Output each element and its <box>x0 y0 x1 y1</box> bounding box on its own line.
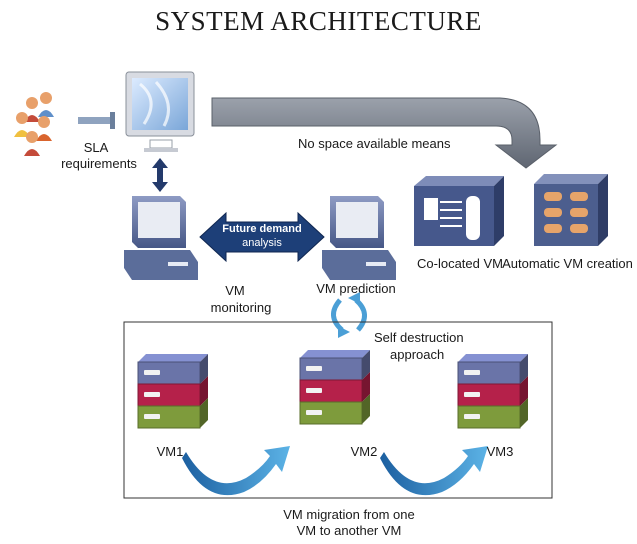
migration-label-2: VM to another VM <box>296 523 402 538</box>
vm-prediction-label: VM prediction <box>316 281 396 296</box>
co-located-vm-icon <box>414 176 504 246</box>
automatic-vm-creation-icon <box>534 174 608 246</box>
analysis-label: analysis <box>242 237 282 249</box>
sla-arrow <box>78 112 115 129</box>
diagram-title: SYSTEM ARCHITECTURE <box>155 6 482 36</box>
vm2-server-icon <box>299 350 370 425</box>
sla-label: SLA <box>83 140 109 155</box>
vertical-double-arrow <box>152 158 168 192</box>
vm1-label: VM1 <box>156 444 184 459</box>
migration-label-1: VM migration from one <box>283 507 415 522</box>
migration-arrow-1 <box>182 446 290 496</box>
self-destruction-label-1: Self destruction <box>374 330 464 345</box>
vm1-server-icon <box>137 354 208 429</box>
cycle-arrows-icon <box>331 292 367 338</box>
self-destruction-label-2: approach <box>390 347 445 362</box>
no-space-arrow <box>211 97 558 169</box>
vm2-label: VM2 <box>350 444 378 459</box>
vm3-label: VM3 <box>486 444 514 459</box>
future-demand-label: Future demand <box>222 223 302 235</box>
monitoring-computer-icon <box>124 196 198 280</box>
top-monitor-icon <box>125 71 195 152</box>
users-group-icon <box>14 92 54 156</box>
vm-container <box>123 321 553 499</box>
future-demand-arrow <box>199 211 325 263</box>
requirements-label: requirements <box>61 156 137 171</box>
migration-arrow-2 <box>380 446 488 496</box>
vm-monitoring-label-2: monitoring <box>210 300 272 315</box>
prediction-computer-icon <box>322 196 396 280</box>
vm-monitoring-label-1: VM <box>225 283 245 298</box>
no-space-label: No space available means <box>298 136 451 151</box>
vm3-server-icon <box>457 354 528 429</box>
automatic-vm-creation-label: Automatic VM creation <box>502 256 633 271</box>
co-located-vm-label: Co-located VM <box>417 256 503 271</box>
servers-group <box>137 350 528 429</box>
